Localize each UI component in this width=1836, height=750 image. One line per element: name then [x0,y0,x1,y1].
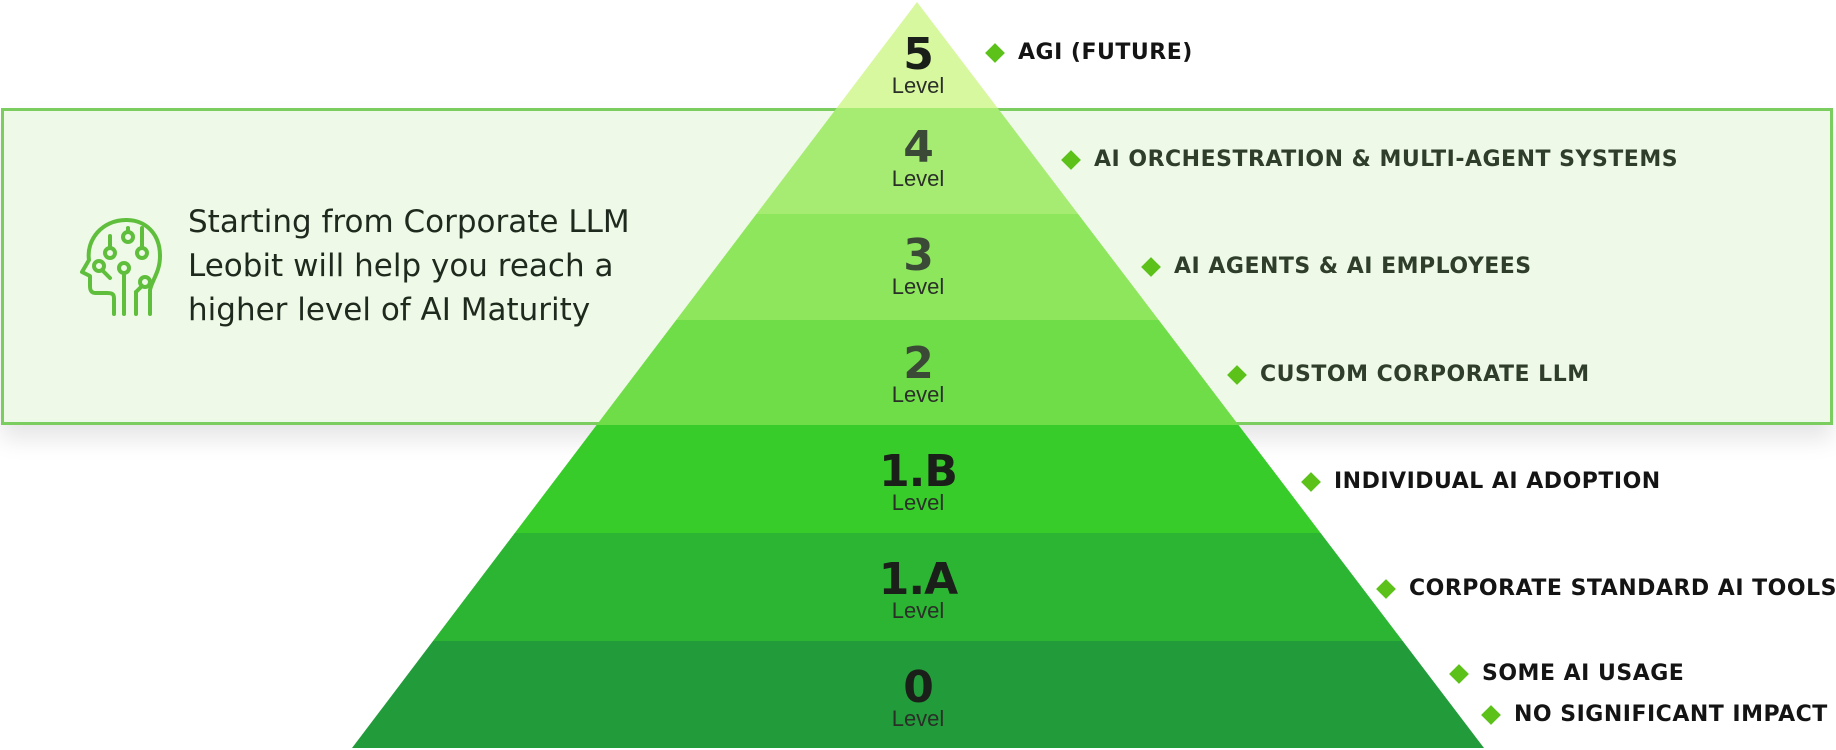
diamond-bullet-icon [985,42,1005,63]
item-label: AI ORCHESTRATION & MULTI-AGENT SYSTEMS [1094,147,1679,172]
level-1a-label: 1.A Level [818,558,1018,622]
level-1b-label: 1.B Level [818,450,1018,514]
level-0-label: 0 Level [818,666,1018,730]
level-word: Level [891,274,945,299]
level-number: 1.A [878,554,958,605]
callout-line-2: Leobit will help you reach a [188,248,614,284]
tier-level-3 [676,214,1159,320]
level-word: Level [891,490,945,515]
level-5-label: 5 Level [818,33,1018,97]
callout-line-3: higher level of AI Maturity [188,292,591,328]
diamond-bullet-icon [1301,471,1321,492]
level-number: 4 [903,122,934,173]
level-2-label: 2 Level [818,342,1018,406]
tier-level-5 [836,2,998,108]
level-4-label: 4 Level [818,126,1018,190]
item-label: NO SIGNIFICANT IMPACT [1514,702,1828,727]
diamond-bullet-icon [1449,663,1469,684]
level-number: 1.B [879,446,958,497]
level-number: 2 [903,338,934,389]
item-agents: AI AGENTS & AI EMPLOYEES [1141,254,1532,279]
tier-level-4 [756,108,1079,214]
item-orchestration: AI ORCHESTRATION & MULTI-AGENT SYSTEMS [1061,147,1679,172]
level-word: Level [891,706,945,731]
item-label: INDIVIDUAL AI ADOPTION [1334,469,1661,494]
item-corporate-llm: CUSTOM CORPORATE LLM [1227,362,1590,387]
item-agi: AGI (FUTURE) [985,40,1193,65]
tier-level-1b [514,425,1321,533]
item-no-impact: NO SIGNIFICANT IMPACT [1481,702,1828,727]
item-standard-tools: CORPORATE STANDARD AI TOOLS [1376,576,1836,601]
diamond-bullet-icon [1376,578,1396,599]
item-some-usage: SOME AI USAGE [1449,661,1685,686]
diamond-bullet-icon [1481,704,1501,725]
diamond-bullet-icon [1061,149,1081,170]
item-label: CORPORATE STANDARD AI TOOLS [1409,576,1836,601]
item-label: AI AGENTS & AI EMPLOYEES [1174,254,1532,279]
tier-level-1a [433,533,1403,641]
item-individual-adoption: INDIVIDUAL AI ADOPTION [1301,469,1661,494]
item-label: SOME AI USAGE [1482,661,1685,686]
level-word: Level [891,598,945,623]
head-circuit-icon [80,218,162,316]
level-word: Level [891,166,945,191]
level-number: 5 [903,29,934,80]
tier-level-2 [596,320,1239,425]
item-label: AGI (FUTURE) [1018,40,1193,65]
diamond-bullet-icon [1141,256,1161,277]
level-word: Level [891,382,945,407]
item-label: CUSTOM CORPORATE LLM [1260,362,1590,387]
level-number: 0 [903,662,934,713]
level-number: 3 [903,230,934,281]
tier-level-0 [352,641,1484,748]
callout-line-1: Starting from Corporate LLM [188,204,630,240]
level-3-label: 3 Level [818,234,1018,298]
callout-text: Starting from Corporate LLM Leobit will … [188,200,648,332]
diamond-bullet-icon [1227,364,1247,385]
level-word: Level [891,73,945,98]
